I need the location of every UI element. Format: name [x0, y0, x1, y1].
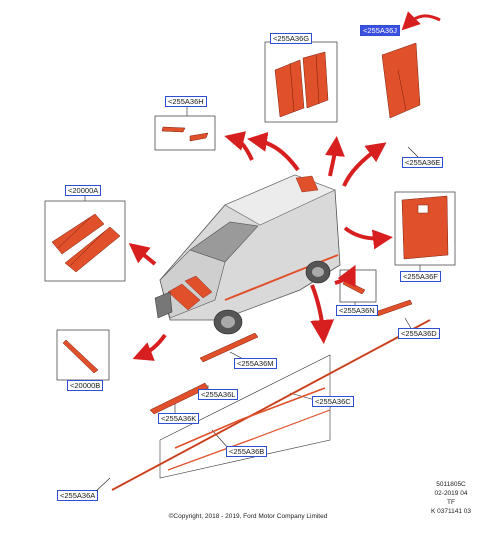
callout-255a36f: <255A36F: [400, 271, 441, 282]
callout-255a36j: <255A36J: [360, 25, 400, 36]
callout-255a36n: <255A36N: [336, 305, 378, 316]
callout-255a36b: <255A36B: [226, 446, 268, 457]
callout-255a36l: <255A36L: [198, 389, 239, 400]
callout-255a36m: <255A36M: [234, 358, 277, 369]
drawing-code: 5011805C: [436, 481, 466, 488]
drawing-ref: K 0371141 03: [431, 508, 471, 515]
callout-255a36k: <255A36K: [158, 413, 200, 424]
callout-255a36c: <255A36C: [312, 396, 354, 407]
callout-255a36h: <255A36H: [165, 96, 207, 107]
decal-details: [57, 54, 429, 267]
decal-shapes: [51, 42, 449, 374]
drawing-date: 02-2019 04: [434, 490, 468, 497]
red-arrows: [128, 11, 441, 361]
van-illustration: [154, 174, 341, 335]
drawing-meta: 5011805C 02-2019 04 TF K 0371141 03: [410, 480, 492, 516]
callout-255a36a: <255A36A: [57, 490, 99, 501]
callout-255a36g: <255A36G: [270, 33, 313, 44]
callout-255a36e: <255A36E: [402, 157, 444, 168]
copyright-notice: ©Copyright, 2018 - 2019, Ford Motor Comp…: [168, 513, 328, 520]
callout-20000b: <20000B: [67, 380, 104, 391]
callout-20000a: <20000A: [65, 185, 102, 196]
callout-255a36d: <255A36D: [398, 328, 440, 339]
drawing-tf: TF: [447, 499, 455, 506]
side-stripe-kit: [111, 299, 431, 491]
